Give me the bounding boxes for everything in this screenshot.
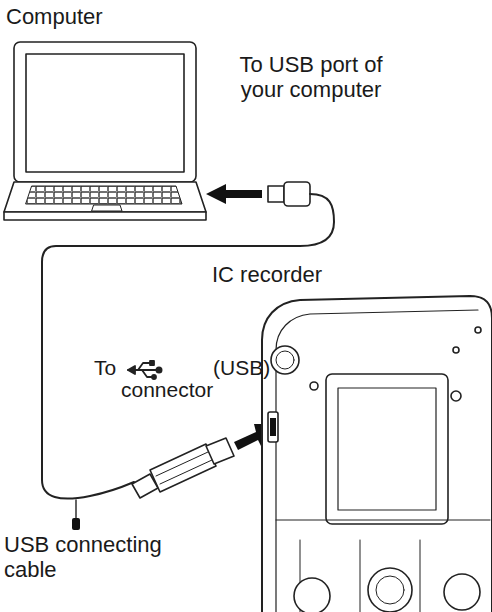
callout-label: USB connecting cable [4,532,180,583]
callout-label: Computer [6,4,103,29]
callout-label: To USB port of your computer [222,52,400,103]
laptop [4,42,206,220]
usb-plug-recorder [132,424,280,498]
leader-line [72,500,80,530]
usb-symbol [128,361,162,379]
usb-plug-computer [206,182,310,206]
callout-label: connector [121,378,213,402]
callout-label: IC recorder [212,262,322,287]
callout-label: (USB) [213,356,270,380]
ic-recorder [262,296,492,612]
callout-label: To [94,356,116,380]
